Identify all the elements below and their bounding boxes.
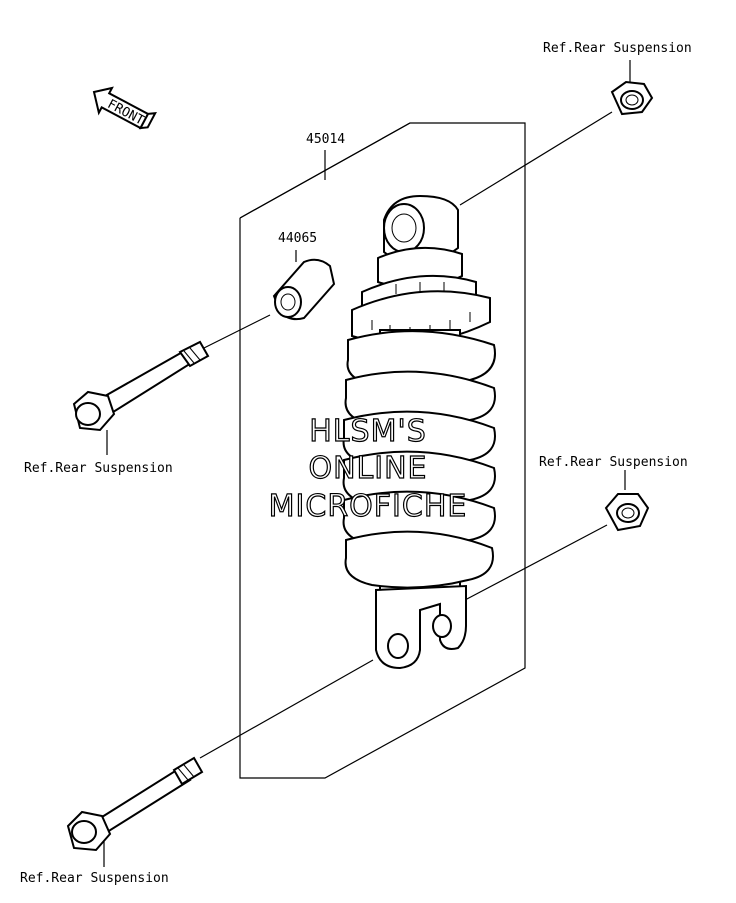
watermark-line-1: HLSM'S: [309, 414, 427, 449]
ref-label-left-lower: Ref.Rear Suspension: [20, 871, 169, 886]
shock-absorber: [342, 194, 496, 670]
ref-label-left-upper: Ref.Rear Suspension: [24, 461, 173, 476]
bolt-upper: [72, 340, 210, 432]
nut-top-right: [610, 80, 654, 116]
nut-right-mid: [604, 493, 650, 532]
watermark: HLSM'S ONLINE MICROFICHE: [268, 413, 468, 524]
bolt-lower: [66, 756, 204, 852]
part-number-44065: 44065: [278, 231, 317, 246]
collar-44065: [272, 258, 336, 321]
ref-label-right-mid: Ref.Rear Suspension: [539, 455, 688, 470]
watermark-line-2: ONLINE: [308, 451, 427, 486]
part-number-45014: 45014: [306, 132, 345, 147]
ref-label-top-right: Ref.Rear Suspension: [543, 41, 692, 56]
front-arrow-icon: FRONT: [92, 86, 157, 130]
watermark-line-3: MICROFICHE: [269, 489, 468, 524]
